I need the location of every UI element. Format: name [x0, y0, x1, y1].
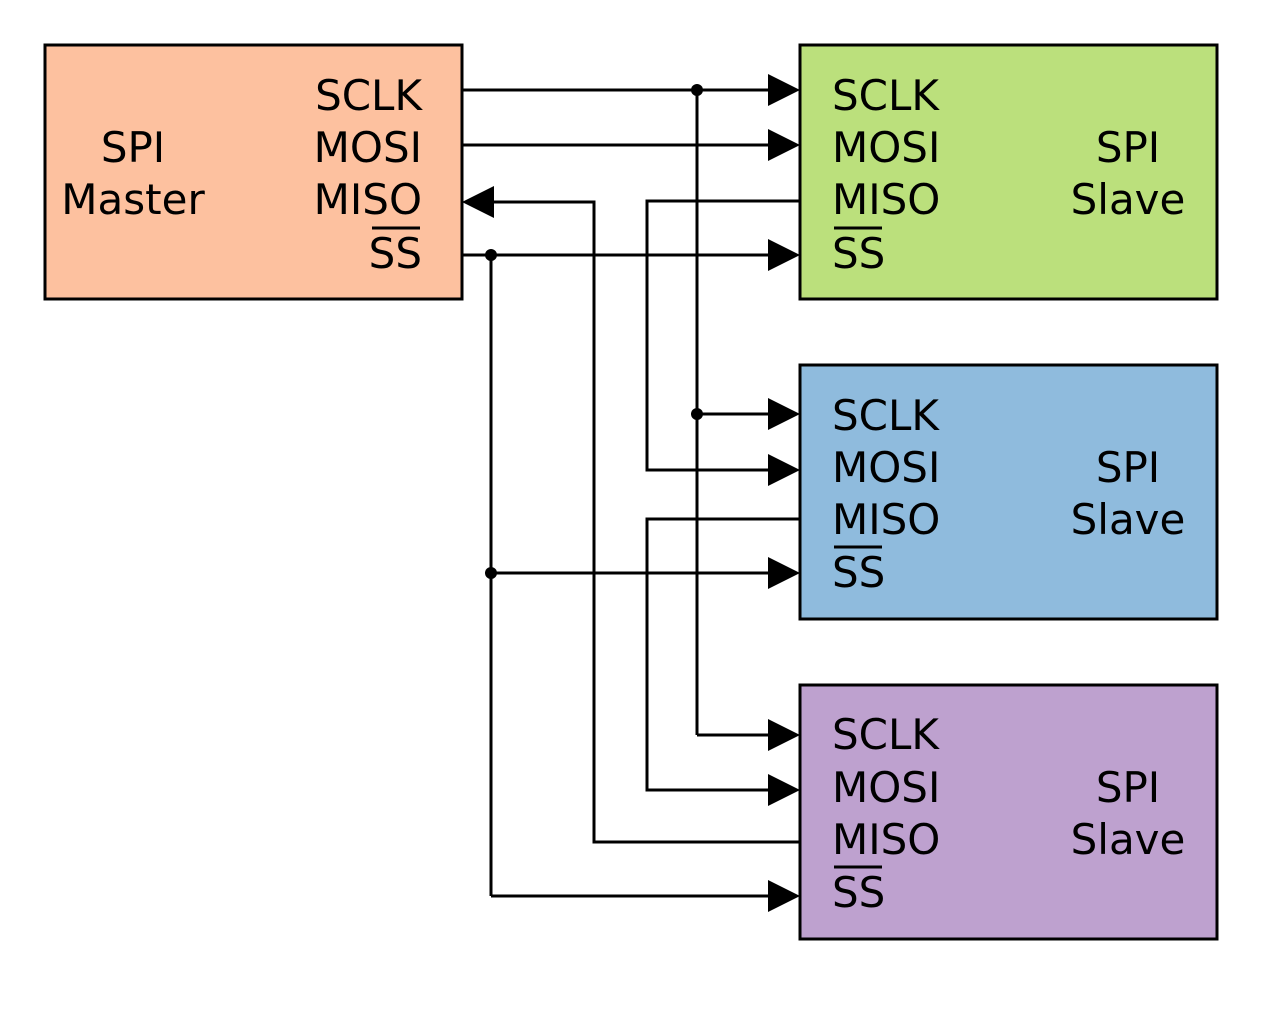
miso-wire-return — [490, 200, 800, 844]
slave-block-3: SCLK MOSI MISO SS SPI Slave — [798, 683, 1219, 941]
master-block: SPI Master SCLK MOSI MISO SS — [43, 43, 464, 301]
mosi-chain — [462, 129, 800, 806]
miso-arrow-master — [462, 186, 494, 218]
slave-1-title-line2: Slave — [1071, 175, 1186, 224]
slave-1-box — [798, 43, 1219, 301]
slave-3-title-line1: SPI — [1096, 763, 1160, 812]
sclk-arrow-slave-1 — [768, 74, 800, 106]
slave-2-pin-mosi: MOSI — [832, 443, 940, 492]
miso-return — [462, 186, 800, 844]
sclk-bus — [462, 74, 800, 751]
master-pin-ss: SS — [369, 229, 422, 278]
mosi-arrow-slave-2 — [768, 454, 800, 486]
slave-block-2: SCLK MOSI MISO SS SPI Slave — [798, 363, 1219, 621]
ss-arrow-slave-2 — [768, 557, 800, 589]
slave-1-pin-sclk: SCLK — [832, 71, 940, 120]
master-box — [43, 43, 464, 301]
master-pin-sclk: SCLK — [315, 71, 423, 120]
ss-arrow-slave-1 — [768, 239, 800, 271]
mosi-arrow-slave-1 — [768, 129, 800, 161]
ss-junction-2 — [485, 567, 497, 579]
slave-block-1: SCLK MOSI MISO SS SPI Slave — [798, 43, 1219, 301]
master-pin-mosi: MOSI — [314, 123, 422, 172]
slave-1-title-line1: SPI — [1096, 123, 1160, 172]
ss-junction-1 — [485, 249, 497, 261]
master-pin-miso: MISO — [314, 175, 422, 224]
sclk-arrow-slave-2 — [768, 398, 800, 430]
slave-3-pin-ss: SS — [832, 868, 885, 917]
sclk-arrow-slave-3 — [768, 719, 800, 751]
slave-2-pin-miso: MISO — [832, 495, 940, 544]
slave-3-pin-miso: MISO — [832, 815, 940, 864]
mosi-wire-slave-1-to-2 — [645, 199, 800, 472]
slave-3-pin-mosi: MOSI — [832, 763, 940, 812]
mosi-arrow-slave-3 — [768, 774, 800, 806]
slave-2-box — [798, 363, 1219, 621]
mosi-wire-slave-2-to-3 — [645, 517, 800, 792]
slave-1-pin-ss: SS — [832, 229, 885, 278]
ss-arrow-slave-3 — [768, 880, 800, 912]
master-title-line2: Master — [61, 175, 205, 224]
slave-1-pin-miso: MISO — [832, 175, 940, 224]
slave-2-title-line2: Slave — [1071, 495, 1186, 544]
slave-2-pin-sclk: SCLK — [832, 391, 940, 440]
sclk-junction-1 — [691, 84, 703, 96]
slave-2-title-line1: SPI — [1096, 443, 1160, 492]
master-title-line1: SPI — [101, 123, 165, 172]
slave-1-pin-mosi: MOSI — [832, 123, 940, 172]
slave-2-pin-ss: SS — [832, 548, 885, 597]
slave-3-title-line2: Slave — [1071, 815, 1186, 864]
sclk-junction-2 — [691, 408, 703, 420]
slave-3-box — [798, 683, 1219, 941]
slave-3-pin-sclk: SCLK — [832, 710, 940, 759]
ss-bus — [462, 239, 800, 912]
